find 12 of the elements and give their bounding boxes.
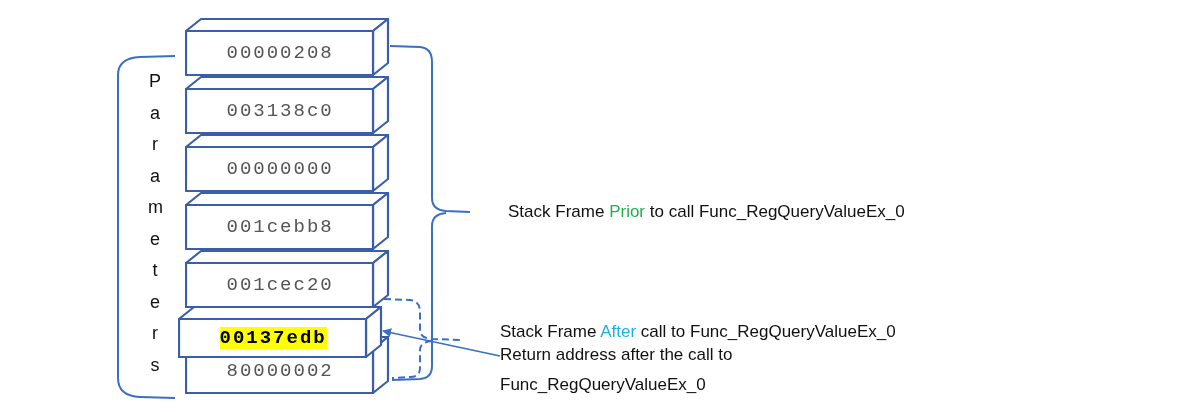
memory-value: 00137edb — [219, 327, 327, 349]
vertical-label: Parameters — [148, 70, 162, 377]
arrow — [382, 328, 501, 357]
annotation-text: Stack Frame Prior to call Func_RegQueryValueEx_0 — [508, 201, 905, 223]
memory-value: 80000002 — [226, 360, 334, 382]
memory-value: 001cec20 — [226, 274, 334, 296]
annotation-text: Return address after the call to Func_RegQueryValueEx_0 — [500, 344, 734, 396]
memory-value: 001cebb8 — [226, 216, 334, 238]
memory-value: 003138c0 — [226, 100, 334, 122]
memory-value: 00000208 — [226, 42, 334, 64]
memory-value: 00000000 — [226, 158, 334, 180]
annotation-text: Stack Frame After call to Func_RegQueryValueEx_0 — [500, 321, 896, 343]
